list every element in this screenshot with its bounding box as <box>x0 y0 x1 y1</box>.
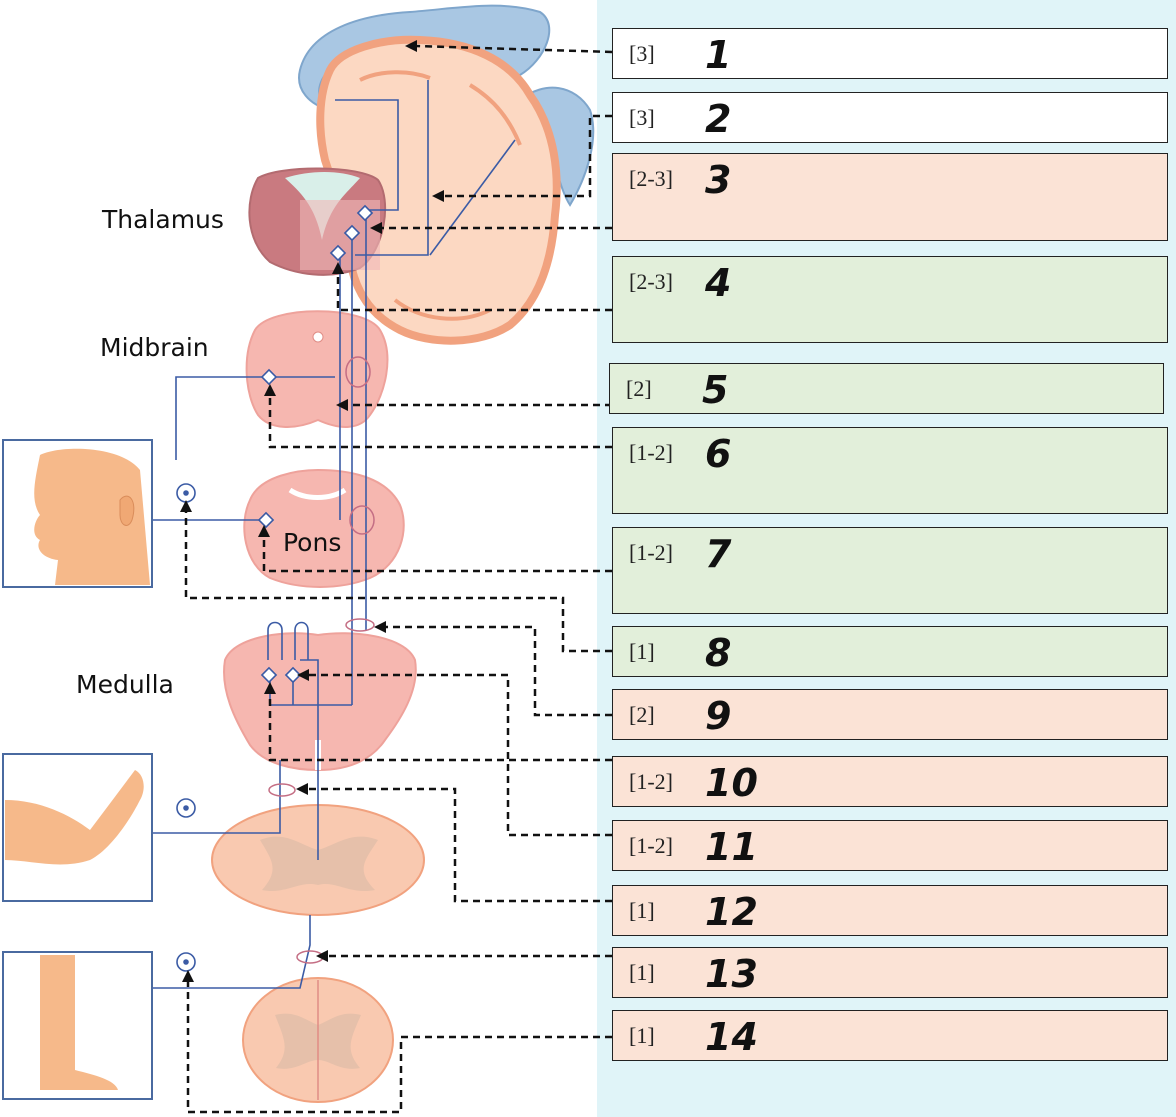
answer-box-number: 7 <box>705 532 732 576</box>
answer-box-2[interactable]: [3] 2 <box>612 92 1168 143</box>
answer-box-12[interactable]: [1] 12 <box>612 885 1168 936</box>
answer-box-marks: [2-3] <box>629 269 673 294</box>
answer-box-number: 6 <box>705 432 732 476</box>
answer-box-10[interactable]: [1-2] 10 <box>612 756 1168 807</box>
pons-label: Pons <box>283 528 342 557</box>
answer-box-marks: [2] <box>626 376 652 401</box>
answer-box-number: 2 <box>705 97 732 141</box>
answer-box-number: 5 <box>702 368 729 412</box>
answer-box-number: 9 <box>705 694 732 738</box>
answer-box-marks: [1-2] <box>629 833 673 858</box>
answer-box-marks: [3] <box>629 105 655 130</box>
answer-box-14[interactable]: [1] 14 <box>612 1010 1168 1061</box>
answer-box-marks: [2-3] <box>629 166 673 191</box>
pons-shape <box>243 468 405 588</box>
answer-box-13[interactable]: [1] 13 <box>612 947 1168 998</box>
answer-box-number: 8 <box>705 631 732 675</box>
midbrain-label: Midbrain <box>100 333 209 362</box>
answer-box-marks: [3] <box>629 41 655 66</box>
medulla-shape <box>223 632 417 772</box>
answer-box-number: 3 <box>705 158 732 202</box>
answer-box-marks: [1] <box>629 1023 655 1048</box>
answer-box-marks: [1] <box>629 898 655 923</box>
answer-box-marks: [1] <box>629 960 655 985</box>
answer-box-marks: [1] <box>629 639 655 664</box>
answer-box-11[interactable]: [1-2] 11 <box>612 820 1168 871</box>
answer-box-number: 1 <box>705 33 732 77</box>
answer-box-9[interactable]: [2] 9 <box>612 689 1168 740</box>
answer-box-marks: [2] <box>629 702 655 727</box>
answer-box-number: 14 <box>705 1015 758 1059</box>
thalamus-label: Thalamus <box>102 205 224 234</box>
answer-box-marks: [1-2] <box>629 440 673 465</box>
answer-box-1[interactable]: [3] 1 <box>612 28 1168 79</box>
answer-box-8[interactable]: [1] 8 <box>612 626 1168 677</box>
answer-box-4[interactable]: [2-3] 4 <box>612 256 1168 343</box>
answer-box-marks: [1-2] <box>629 769 673 794</box>
answer-box-number: 11 <box>705 825 758 869</box>
answer-box-5[interactable]: [2] 5 <box>609 363 1164 414</box>
answer-box-6[interactable]: [1-2] 6 <box>612 427 1168 514</box>
answer-box-7[interactable]: [1-2] 7 <box>612 527 1168 614</box>
answer-box-marks: [1-2] <box>629 540 673 565</box>
answer-box-number: 13 <box>705 952 758 996</box>
answer-box-number: 12 <box>705 890 758 934</box>
medulla-label: Medulla <box>76 670 174 699</box>
answer-box-3[interactable]: [2-3] 3 <box>612 153 1168 241</box>
answer-box-number: 10 <box>705 761 758 805</box>
answer-box-number: 4 <box>705 261 732 305</box>
